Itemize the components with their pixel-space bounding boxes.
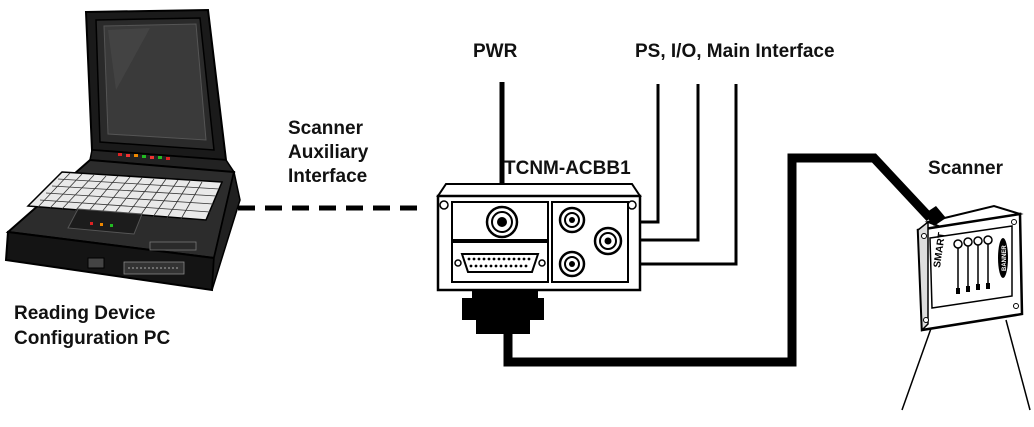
scanner-brand: BANNER	[1002, 245, 1008, 271]
scanner-aux-label-line2: Auxiliary	[288, 142, 369, 163]
pc-label-line2: Configuration PC	[14, 328, 171, 349]
scanner-aux-label-line1: Scanner	[288, 118, 363, 139]
laptop-icon	[4, 8, 241, 292]
scanner-aux-label-line3: Interface	[288, 166, 368, 187]
scanner-label: Scanner	[928, 158, 1003, 179]
io-connector-bottom	[558, 250, 586, 278]
tcnm-acbb1-label: TCNM-ACBB1	[504, 158, 631, 179]
scanner-device: SMART BANNER	[901, 204, 1031, 411]
pc-label-line1: Reading Device	[14, 303, 156, 324]
status-lights	[118, 153, 170, 160]
scanner-logo: SMART	[932, 232, 948, 269]
pwr-label: PWR	[473, 41, 518, 62]
io-connector-top	[558, 206, 586, 234]
pwr-connector	[485, 205, 519, 239]
tcnm-acbb1-box	[436, 183, 642, 334]
scanner-plug	[462, 290, 544, 334]
ps-io-main-interface-label: PS, I/O, Main Interface	[635, 41, 835, 62]
db25-connector	[454, 253, 546, 273]
io-connector-middle	[593, 226, 623, 256]
